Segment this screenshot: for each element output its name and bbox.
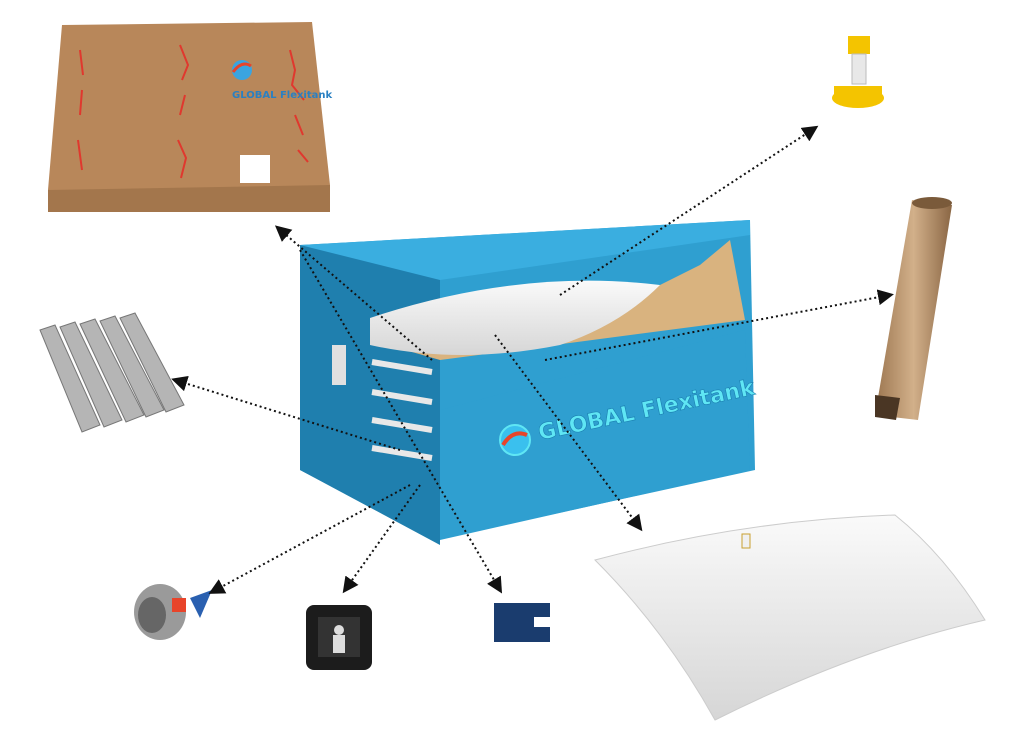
arrow-to-steel-bars [171,375,401,451]
top-valve [832,36,884,108]
arrow-to-top-valve [559,125,819,296]
steel-bars [39,312,185,433]
paper-tube [875,197,952,420]
ball-valve [134,584,212,640]
arrow-to-clip [299,249,503,594]
shipping-container: GLOBAL Flexitank [300,220,758,545]
door-label [332,345,346,385]
cardboard-logo-text: GLOBAL Flexitank [232,90,333,101]
flexitank-bag [594,514,986,721]
cardboard-bulkhead: GLOBAL Flexitank [48,22,333,212]
cardboard-logo: GLOBAL Flexitank [231,60,333,101]
bottom-bracket [306,605,372,670]
arrow-to-bracket [342,484,421,594]
arrow-to-cardboard [274,225,433,361]
arrow-to-flexitank-bag [494,334,643,532]
arrow-to-paper-tube [544,289,894,361]
leader-lines [171,125,894,594]
locking-clip [494,603,550,642]
